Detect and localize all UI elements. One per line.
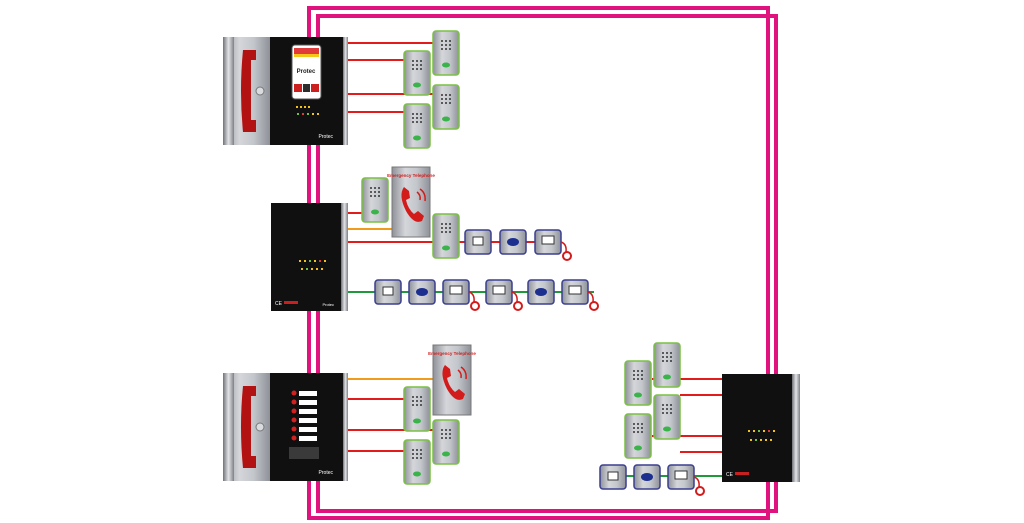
pull-cord (667, 464, 705, 496)
outstation-speaker (432, 419, 460, 465)
outstation-speaker (432, 84, 460, 130)
callpoint-button (599, 464, 627, 490)
panel-a-screen-logo: Protec (297, 69, 316, 75)
outstation-speaker (361, 177, 389, 223)
panel-a-logo: Protec (319, 134, 334, 140)
outstations (361, 30, 681, 485)
refuge-sign-label: Emergency Telephone (428, 351, 476, 356)
ce-mark-b: CE (275, 301, 283, 307)
zone-keys (291, 390, 317, 441)
pull-cord (442, 279, 480, 311)
ce-mark-d: CE (726, 472, 734, 478)
outstation-speaker (432, 213, 460, 259)
panel-c-logo: Protec (319, 470, 334, 476)
panel-b-logo: Protec (322, 302, 334, 307)
outstation-speaker (403, 50, 431, 96)
master-panel-c: Protec (223, 373, 348, 481)
pull-cord (485, 279, 523, 311)
master-panel-b: CE Protec (271, 203, 348, 311)
callpoint-reset (633, 464, 661, 490)
outstation-speaker (624, 413, 652, 459)
callpoint-reset (408, 279, 436, 305)
pull-cord (534, 229, 572, 261)
callpoint-reset (499, 229, 527, 255)
master-panel-d: CE (722, 374, 800, 482)
callpoint-reset (527, 279, 555, 305)
outstation-speaker (432, 30, 460, 76)
handset-icon-c (241, 386, 256, 468)
outstation-speaker (403, 439, 431, 485)
outstation-speaker (403, 386, 431, 432)
status-leds (296, 106, 319, 115)
refuge-telephone-2: Emergency Telephone (428, 344, 476, 416)
outstation-speaker (653, 342, 681, 388)
outstation-speaker (624, 360, 652, 406)
callpoint-button (374, 279, 402, 305)
refuge-telephone-1: Emergency Telephone (387, 166, 435, 238)
callpoint-button (464, 229, 492, 255)
ring-loop (307, 6, 778, 520)
pull-cord (561, 279, 599, 311)
refuge-sign-label: Emergency Telephone (387, 173, 435, 178)
ring-outer (307, 6, 770, 520)
phone-icon (401, 187, 424, 222)
handset-icon (241, 50, 256, 132)
callpoints (374, 229, 705, 496)
outstation-speaker (653, 394, 681, 440)
outstation-speaker (403, 103, 431, 149)
phone-icon (442, 365, 465, 400)
ring-inner (316, 14, 778, 513)
master-panel-a: Protec Protec (223, 37, 348, 145)
